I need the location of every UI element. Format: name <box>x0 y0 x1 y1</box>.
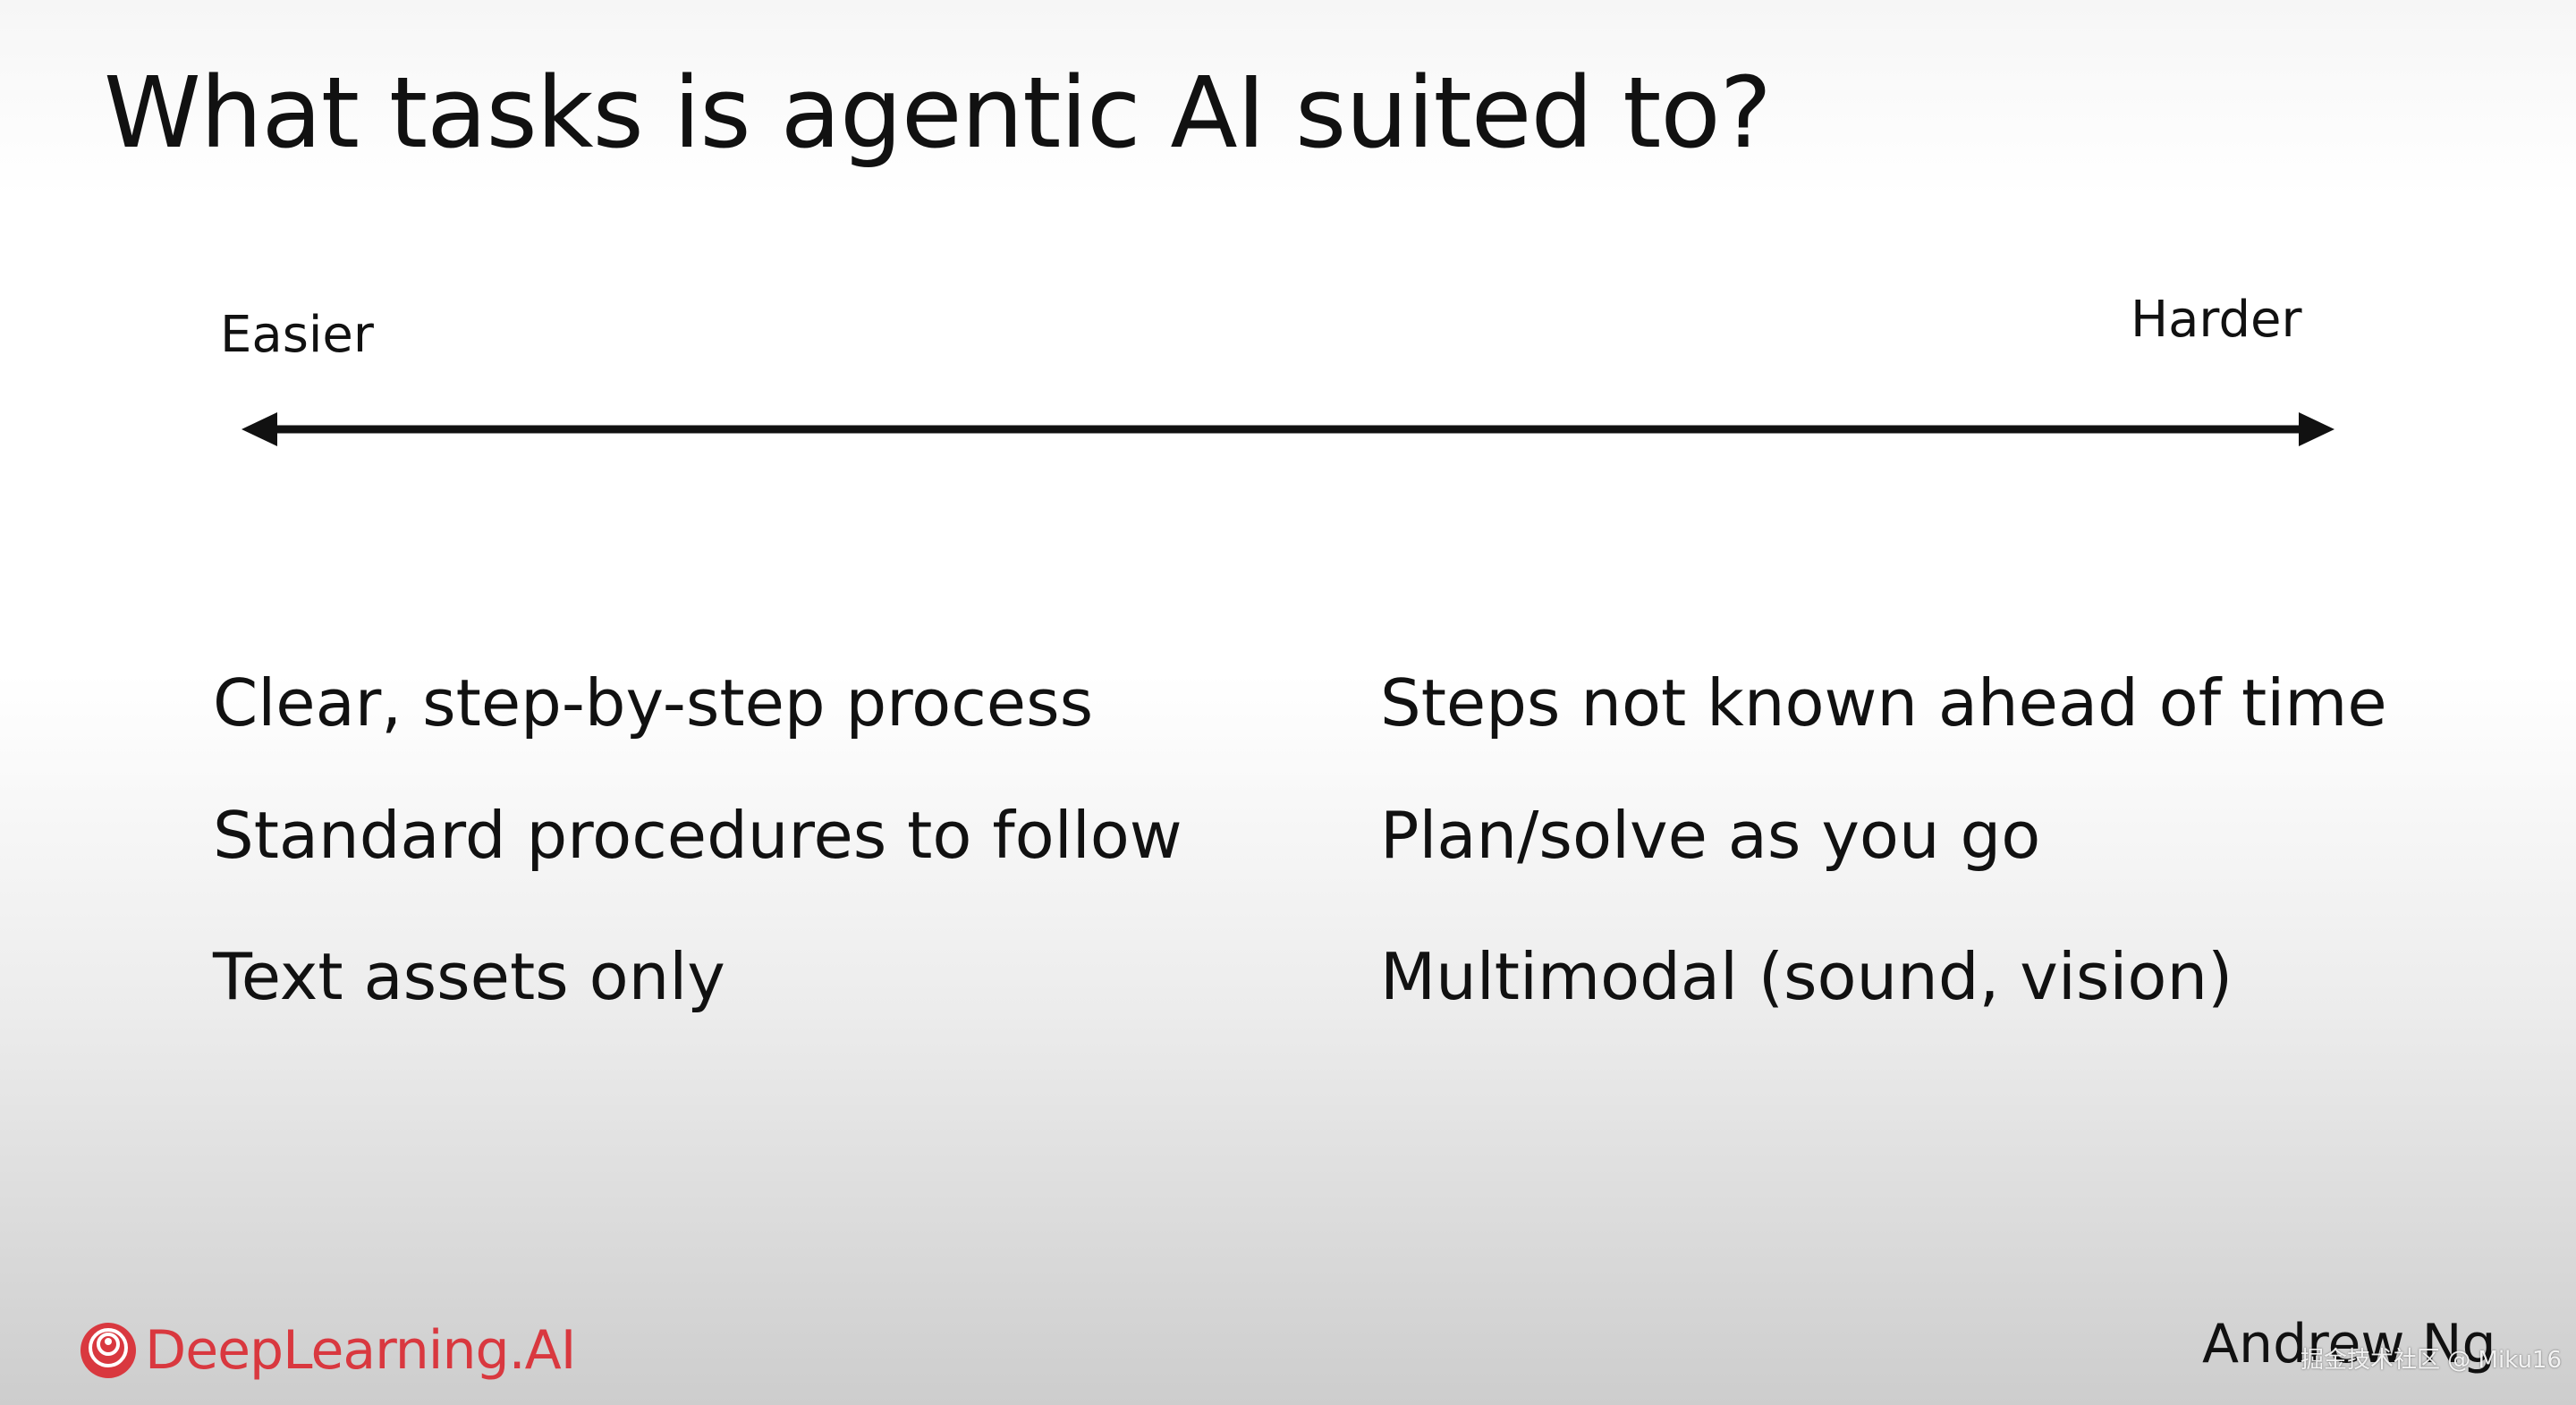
watermark: 掘金技术社区 @ Miku16 <box>2301 1347 2563 1374</box>
easier-item-step-by-step: Clear, step-by-step process <box>213 665 1094 741</box>
scale-harder-label: Harder <box>2131 291 2302 349</box>
easier-item-text-assets: Text assets only <box>213 939 725 1014</box>
harder-item-plan-solve: Plan/solve as you go <box>1380 798 2041 873</box>
double-headed-arrow-icon <box>242 412 2334 446</box>
harder-item-steps-unknown: Steps not known ahead of time <box>1380 665 2387 741</box>
easier-item-standard-procedures: Standard procedures to follow <box>213 798 1182 873</box>
scale-easier-label: Easier <box>220 306 374 364</box>
brand-logo-lockup: DeepLearning.AI <box>79 1318 576 1383</box>
author-name: Andrew Ng <box>2202 1313 2496 1375</box>
harder-item-multimodal: Multimodal (sound, vision) <box>1380 939 2233 1014</box>
brand-name: DeepLearning.AI <box>145 1319 576 1382</box>
slide-title: What tasks is agentic AI suited to? <box>104 55 1772 170</box>
deeplearning-ai-logo-icon <box>80 1323 136 1378</box>
